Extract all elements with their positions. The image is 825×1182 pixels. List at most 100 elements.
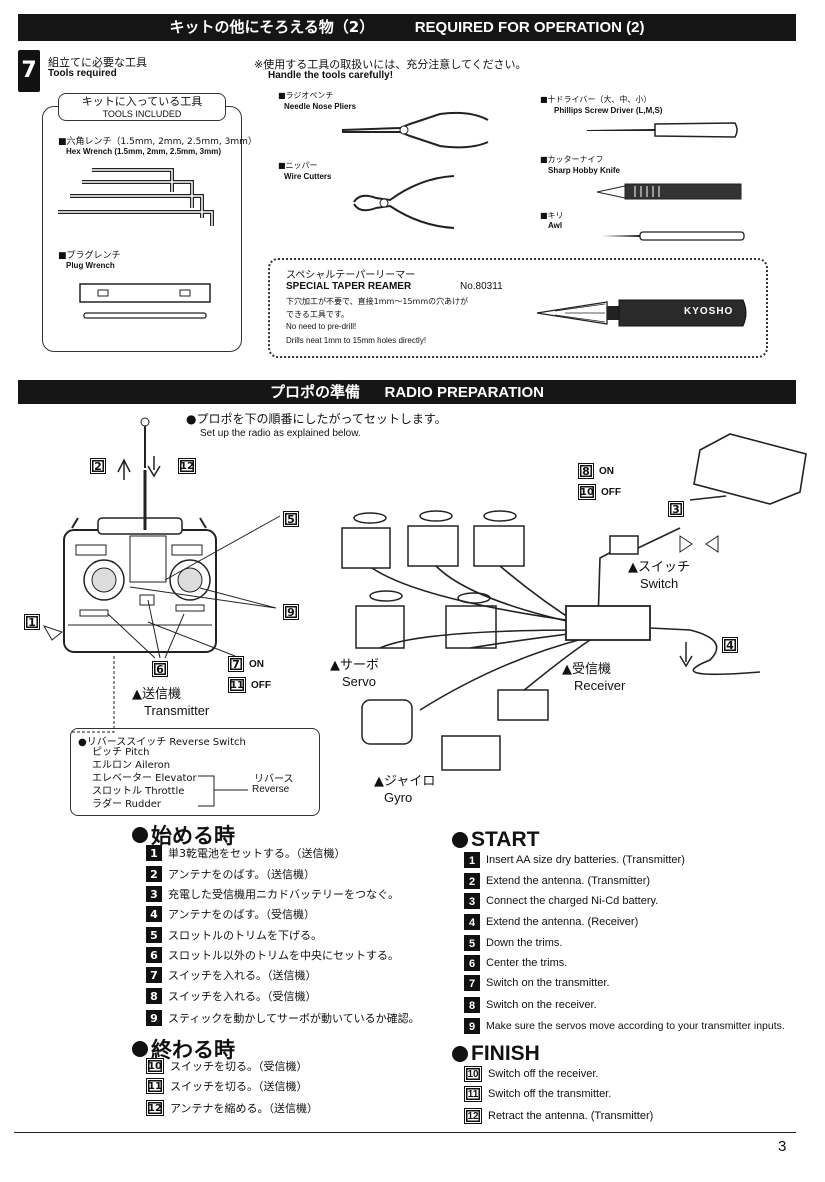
header-title-jp: キットの他にそろえる物（2） [169,18,375,36]
radio-title-jp: プロポの準備 [270,383,361,401]
special-taper-reamer-box [268,258,768,358]
start-en-heading: START [452,828,539,852]
gyro-label-en: Gyro [384,790,413,805]
diagram-badge-2: 2 [90,455,106,474]
reamer-desc1-jp: 下穴加工が不要で、直接1mm〜15mmの穴あけが [286,297,469,306]
diagram-badge-12: 12 [178,455,196,474]
diagram-badge-9: 9 [283,601,299,620]
gyro-label-jp: ▲ジャイロ [374,774,436,789]
awl-jp: ■キリ [540,211,564,220]
rev-item-throttle: スロットル Throttle [92,786,185,797]
finish-en-heading: FINISH [452,1042,540,1066]
needle-nose-pliers-icon [341,111,489,149]
reamer-desc2-jp: できる工具です。 [286,310,350,319]
radio-title-en: RADIO PREPARATION [384,384,544,401]
reverse-label-en: Reverse [252,784,290,795]
page-number: 3 [778,1138,787,1155]
tools-included-label: キットに入っている工具 TOOLS INCLUDED [58,93,226,121]
start-jp-heading: 始める時 [132,820,235,850]
reamer-number: No.80311 [460,281,503,292]
wire-cutters-icon [353,175,455,229]
diagram-badge-5: 5 [283,508,299,527]
diagram-badge-6: 6 [152,658,168,677]
receiver-label-jp: ▲受信機 [562,662,611,677]
screwdriver-en: Phillips Screw Driver (L,M,S) [554,106,663,115]
kit-label-en: TOOLS INCLUDED [102,109,182,119]
transmitter-label-jp: ▲送信機 [132,687,181,702]
pliers-en: Needle Nose Pliers [284,102,357,111]
radio-intro-jp: ●プロポを下の順番にしたがってセットします。 [186,412,447,426]
diagram-badge-1: 1 [24,611,40,630]
receiver-label-en: Receiver [574,678,626,693]
kit-label-jp: キットに入っている工具 [81,95,203,108]
reamer-jp: スペシャルテーパーリーマー [286,270,416,281]
reverse-label-jp: リバース [254,774,294,785]
pliers-jp: ■ラジオペンチ [278,91,334,100]
hex-wrench-en: Hex Wrench (1.5mm, 2mm, 2.5mm, 3mm) [66,147,222,156]
switch-label-jp: ▲スイッチ [628,560,690,575]
switch-label-en: Switch [640,576,679,591]
screwdriver-jp: ■十ドライバー（大、中、小） [540,95,652,104]
plug-wrench-icon [79,283,211,319]
knife-jp: ■カッターナイフ [540,155,604,164]
section-header-required: キットの他にそろえる物（2） REQUIRED FOR OPERATION (2… [18,14,796,41]
reverse-switch-box [70,728,320,816]
servo-label-jp: ▲サーボ [330,658,379,673]
radio-setup-diagram [42,417,807,807]
hex-wrench-icon [58,168,214,226]
reamer-brand-logo: KYOSHO [684,306,734,317]
tools-title-en: Tools required [48,68,117,79]
taper-reamer-icon [536,299,747,327]
reamer-desc1-en: No need to pre-drill! [286,322,357,331]
plug-wrench-en: Plug Wrench [66,261,115,270]
diagram-badge-4: 4 [722,634,738,653]
tools-title-jp: 組立てに必要な工具 [48,56,147,69]
tools-note-en: Handle the tools carefully! [268,70,394,81]
footer-rule [14,1132,796,1133]
rev-item-aileron: エルロン Aileron [92,760,171,771]
plug-wrench-jp: ■プラグレンチ [58,251,121,261]
radio-intro-en: Set up the radio as explained below. [200,428,361,439]
reverse-switch-title: ●リバーススイッチ Reverse Switch [78,737,246,748]
rev-item-rudder: ラダー Rudder [92,799,161,810]
rev-item-pitch: ピッチ Pitch [92,747,150,758]
step-number-badge: 7 [18,50,40,92]
header-title-en: REQUIRED FOR OPERATION (2) [414,19,645,36]
cutters-jp: ■ニッパー [278,161,318,170]
finish-jp-heading: 終わる時 [132,1034,235,1064]
awl-icon [602,231,745,241]
knife-en: Sharp Hobby Knife [548,166,621,175]
diagram-badge-3: 3 [668,498,684,517]
tools-note-jp: ※使用する工具の取扱いには、充分注意してください。 [254,58,527,71]
hobby-knife-icon [596,183,742,200]
reamer-en: SPECIAL TAPER REAMER [286,281,412,292]
cutters-en: Wire Cutters [284,172,332,181]
reverse-switch-items: ピッチ Pitch エルロン Aileron エレベーター Elevator ス… [92,746,197,811]
